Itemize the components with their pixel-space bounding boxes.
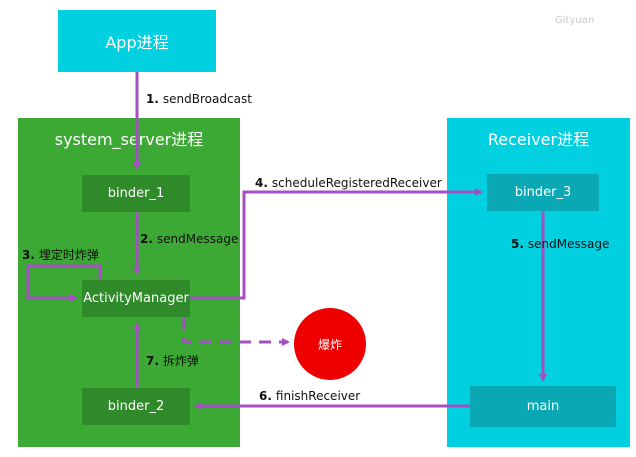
binder-1-label: binder_1 <box>107 186 165 201</box>
arrow-step-3 <box>26 264 102 302</box>
step-3-label: 3.埋定时炸弹 <box>22 248 99 262</box>
binder-2-label: binder_2 <box>107 399 165 414</box>
app-process-label: App进程 <box>105 33 169 52</box>
receiver-title: Receiver进程 <box>487 130 590 149</box>
system-server-title: system_server进程 <box>54 130 204 149</box>
main-box: main <box>470 386 616 427</box>
step-6-label: 6.finishReceiver <box>259 389 361 403</box>
step-1-label: 1.sendBroadcast <box>146 92 252 106</box>
activity-manager-label: ActivityManager <box>83 291 189 306</box>
step-7-label: 7.拆炸弹 <box>146 354 199 368</box>
step-5-label: 5.sendMessage <box>511 237 610 251</box>
activity-manager-box: ActivityManager <box>82 280 190 317</box>
binder-2-box: binder_2 <box>82 388 190 425</box>
explode-circle: 爆炸 <box>294 308 366 380</box>
binder-3-box: binder_3 <box>487 174 599 211</box>
main-label: main <box>526 399 560 414</box>
step-2-label: 2.sendMessage <box>140 232 239 246</box>
explode-label: 爆炸 <box>317 337 342 352</box>
arrow-step-4 <box>190 188 483 300</box>
app-process-box: App进程 <box>58 10 216 72</box>
binder-3-label: binder_3 <box>514 185 572 200</box>
binder-1-box: binder_1 <box>82 175 190 212</box>
watermark-text: Gityuan <box>555 15 595 26</box>
arrow-explode-dashed <box>182 317 290 346</box>
step-4-label: 4.scheduleRegisteredReceiver <box>255 176 442 190</box>
